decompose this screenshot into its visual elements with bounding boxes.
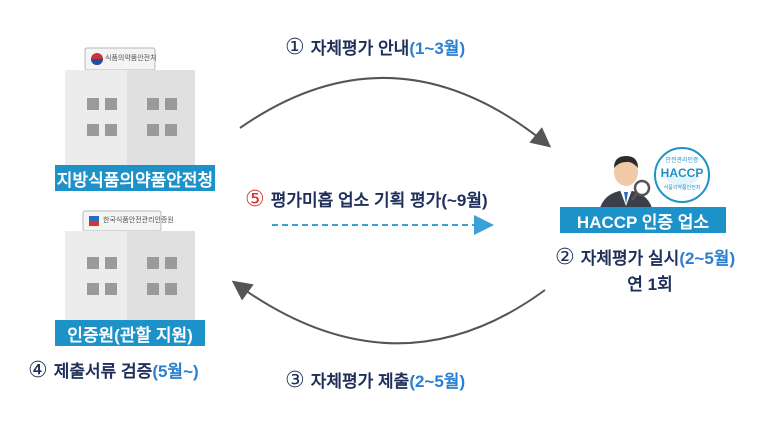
- step4-text: 제출서류 검증: [53, 362, 153, 381]
- step5-label: ⑤ 평가미흡 업소 기획 평가(~9월): [245, 186, 488, 211]
- haccp-badge-top: 안전관리인증: [665, 158, 699, 164]
- step3-label: ③ 자체평가 제출(2~5월): [285, 367, 465, 392]
- step5-text: 평가미흡 업소 기획 평가: [270, 191, 442, 210]
- step4-number: ④: [28, 356, 48, 382]
- cert-agency-building: 한국식품안전관리인증원: [57, 205, 207, 325]
- step5-number: ⑤: [245, 185, 265, 211]
- haccp-mark-icon: [654, 147, 710, 203]
- step2-number: ②: [555, 243, 575, 269]
- step3-text: 자체평가 제출: [310, 372, 410, 391]
- regional-agency-building: 식품의약품안전처: [57, 40, 207, 170]
- step4-period: (5월~): [152, 362, 199, 381]
- building-icon: [65, 47, 195, 170]
- step2-text: 자체평가 실시: [580, 249, 680, 268]
- step1-period: (1~3월): [409, 39, 466, 58]
- building-icon: [65, 210, 195, 325]
- step4-label: ④ 제출서류 검증(5월~): [28, 357, 199, 382]
- step1-label: ① 자체평가 안내(1~3월): [285, 34, 465, 59]
- step3-period: (2~5월): [409, 372, 466, 391]
- haccp-badge: 안전관리인증 HACCP 식품의약품안전처: [653, 146, 711, 204]
- step5-period: (~9월): [441, 191, 488, 210]
- haccp-badge-bottom: 식품의약품안전처: [663, 185, 701, 191]
- step2-period: (2~5월): [679, 249, 736, 268]
- regional-agency-label: 지방식품의약품안전청: [55, 165, 215, 191]
- step1-text: 자체평가 안내: [310, 39, 410, 58]
- haccp-badge-main: HACCP: [660, 166, 704, 180]
- regional-agency-sign: 식품의약품안전처: [105, 55, 157, 62]
- step1-number: ①: [285, 33, 305, 59]
- arrow-step1: [239, 76, 552, 148]
- step3-number: ③: [285, 366, 305, 392]
- arrow-step3: [231, 280, 546, 345]
- step2-note: 연 1회: [627, 275, 673, 294]
- step2-label: ② 자체평가 실시(2~5월): [555, 244, 735, 269]
- cert-agency-label: 인증원(관할 지원): [55, 320, 205, 346]
- cert-agency-sign: 한국식품안전관리인증원: [103, 217, 174, 224]
- business-label: HACCP 인증 업소: [560, 207, 726, 233]
